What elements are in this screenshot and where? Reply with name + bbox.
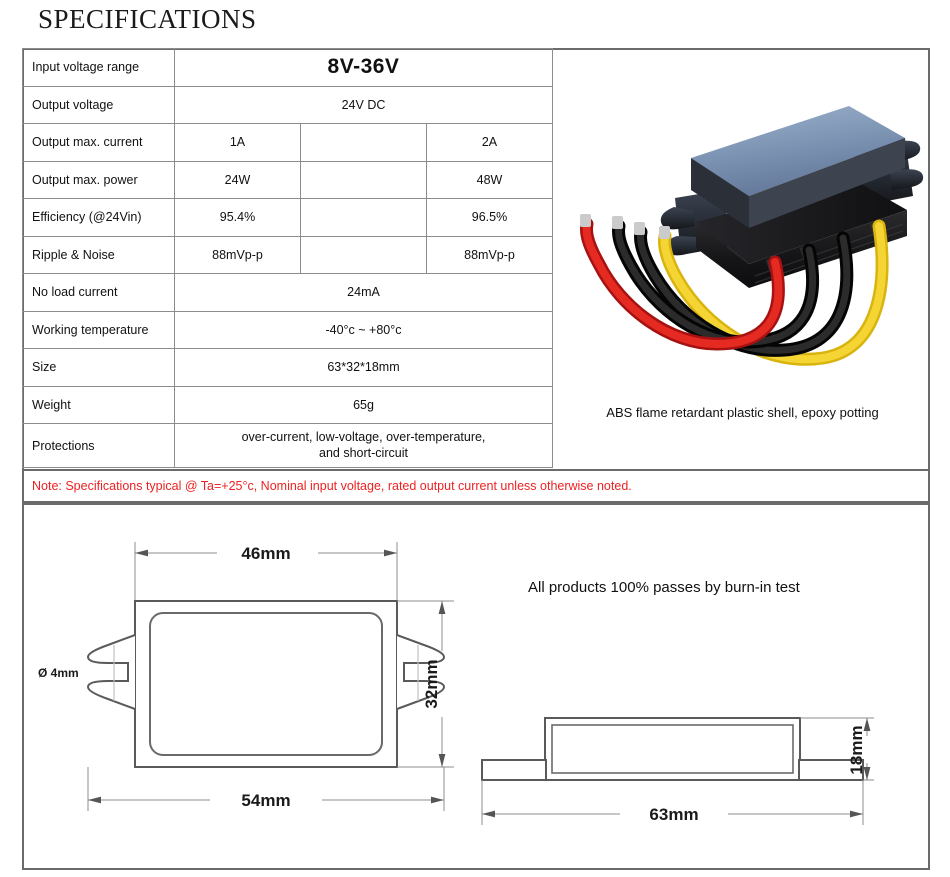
spec-value-col3: 88mVp-p	[426, 235, 553, 274]
spec-value-col1: 1A	[174, 123, 301, 162]
table-row: Ripple & Noise 88mVp-p 88mVp-p	[22, 235, 553, 274]
table-row: Input voltage range 8V-36V	[22, 48, 553, 87]
spec-label: Output voltage	[22, 85, 175, 124]
mounting-flange-right-outline	[396, 634, 446, 710]
spec-label: Efficiency (@24Vin)	[22, 198, 175, 237]
spec-value-col2	[300, 198, 427, 237]
wire-black-outer	[612, 216, 819, 349]
table-row: Output voltage 24V DC	[22, 85, 553, 124]
table-row: No load current 24mA	[22, 273, 553, 312]
spec-label: Ripple & Noise	[22, 235, 175, 274]
spec-value: 24V DC	[174, 85, 553, 124]
spec-label: Working temperature	[22, 310, 175, 349]
table-row: Size 63*32*18mm	[22, 348, 553, 387]
dimension-drawing-top-view: 46mm Ø 4mm 32mm 54mm	[38, 542, 454, 811]
spec-value-col1: 24W	[174, 160, 301, 199]
section-divider	[22, 503, 930, 505]
spec-value: -40°c ~ +80°c	[174, 310, 553, 349]
spec-value-col2	[300, 235, 427, 274]
device-top-edge-front	[749, 138, 905, 228]
spec-label: Weight	[22, 385, 175, 424]
dimension-46mm: 46mm	[241, 544, 290, 563]
device-inner-recess	[149, 612, 383, 756]
dimension-hole-diameter: Ø 4mm	[38, 666, 79, 680]
spec-label: Output max. current	[22, 123, 175, 162]
dimension-63mm: 63mm	[649, 805, 698, 824]
table-row: Output max. current 1A 2A	[22, 123, 553, 162]
wire-red	[580, 214, 785, 351]
flange-right-side	[798, 759, 864, 781]
spec-label: Protections	[22, 423, 175, 468]
spec-label: Output max. power	[22, 160, 175, 199]
flange-left-side	[481, 759, 547, 781]
spec-label: Input voltage range	[22, 48, 175, 87]
spec-value: 63*32*18mm	[174, 348, 553, 387]
note-banner: Note: Specifications typical @ Ta=+25°c,…	[22, 469, 930, 503]
dimension-54mm: 54mm	[241, 791, 290, 810]
spec-label: No load current	[22, 273, 175, 312]
table-row: Protections over-current, low-voltage, o…	[22, 423, 553, 468]
product-photo-panel: ABS flame retardant plastic shell, epoxy…	[555, 50, 930, 468]
device-top-edge-left	[691, 158, 749, 228]
note-text: Note: Specifications typical @ Ta=+25°c,…	[32, 479, 632, 493]
page-title: SPECIFICATIONS	[38, 4, 257, 34]
device-inner-side	[551, 724, 794, 774]
dimension-32mm: 32mm	[422, 659, 441, 708]
spec-value-col2	[300, 160, 427, 199]
device-body-left	[696, 222, 749, 288]
dimension-18mm: 18mm	[847, 725, 866, 774]
table-row: Weight 65g	[22, 385, 553, 424]
mounting-flange-left-outline	[86, 634, 136, 710]
table-row: Working temperature -40°c ~ +80°c	[22, 310, 553, 349]
burn-in-test-caption: All products 100% passes by burn-in test	[528, 579, 800, 596]
dimension-drawing-side-view: 18mm 63mm	[481, 717, 874, 825]
spec-value: 65g	[174, 385, 553, 424]
spec-value: over-current, low-voltage, over-temperat…	[174, 423, 553, 468]
spec-value: 8V-36V	[174, 48, 553, 87]
spec-value-col1: 95.4%	[174, 198, 301, 237]
spec-table-body: Input voltage range 8V-36V Output voltag…	[22, 48, 553, 468]
device-top-plate	[691, 106, 905, 196]
spec-value-col3: 2A	[426, 123, 553, 162]
device-body-front	[749, 210, 907, 288]
spec-value: 24mA	[174, 273, 553, 312]
table-row: Efficiency (@24Vin) 95.4% 96.5%	[22, 198, 553, 237]
spec-value-col2	[300, 123, 427, 162]
device-body-side	[696, 180, 907, 264]
specifications-table: Input voltage range 8V-36V Output voltag…	[22, 48, 553, 468]
spec-value-col3: 96.5%	[426, 198, 553, 237]
spec-label: Size	[22, 348, 175, 387]
product-photo-image	[580, 106, 924, 366]
spec-value-col3: 48W	[426, 160, 553, 199]
photo-caption: ABS flame retardant plastic shell, epoxy…	[606, 405, 879, 420]
table-row: Output max. power 24W 48W	[22, 160, 553, 199]
spec-value-col1: 88mVp-p	[174, 235, 301, 274]
